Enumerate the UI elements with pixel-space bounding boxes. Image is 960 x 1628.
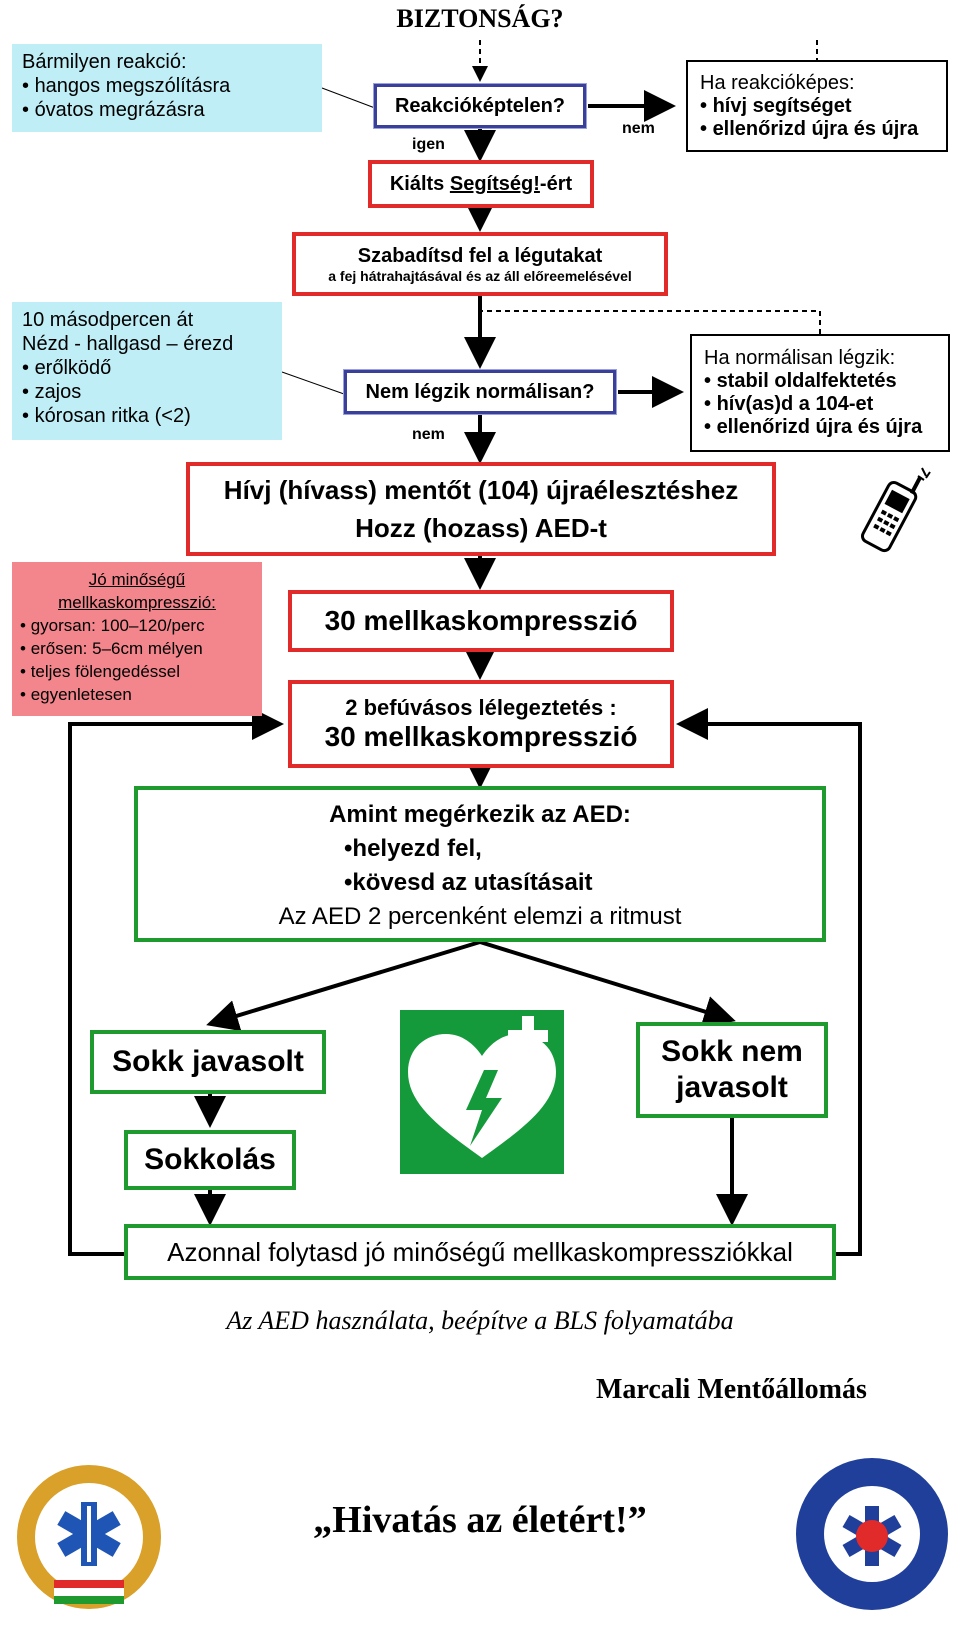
responsive-heading: Ha reakcióképes: xyxy=(700,71,855,94)
page-title: BIZTONSÁG? xyxy=(396,4,564,33)
loop-right xyxy=(676,708,862,1256)
shout-after: -ért xyxy=(539,172,573,195)
aed-sign-icon xyxy=(400,1010,564,1174)
breathing-item: stabil oldalfektetés xyxy=(704,370,922,393)
aed-item1: •helyezd fel, xyxy=(344,835,482,862)
mobile-phone-icon xyxy=(860,467,931,553)
cycle-box: 2 befúvásos lélegeztetés : 30 mellkaskom… xyxy=(288,680,674,768)
quality-info: Jó minőségű mellkaskompresszió: gyorsan:… xyxy=(12,562,262,716)
reaction-item: óvatos megrázásra xyxy=(22,98,312,122)
motto: „Hivatás az életért!” xyxy=(313,1499,647,1541)
ambulance-station-logo-right xyxy=(796,1458,948,1610)
unresponsive-label: Reakcióképtelen? xyxy=(394,94,566,117)
shock-advised-box: Sokk javasolt xyxy=(90,1030,326,1094)
not-breathing-box: Nem légzik normálisan? xyxy=(344,370,616,414)
quality-line2: mellkaskompresszió: xyxy=(58,593,216,612)
airway-line1: Szabadítsd fel a légutakat xyxy=(357,244,603,267)
not-breathing-label: Nem légzik normálisan? xyxy=(365,380,595,403)
pointer-line-1 xyxy=(321,87,376,109)
aed-item2: •kövesd az utasításait xyxy=(344,869,593,896)
breath-check-line1: 10 másodpercen át xyxy=(22,309,194,331)
reaction-info: Bármilyen reakció: hangos megszólításra … xyxy=(12,44,322,132)
shock-not-advised-line2: javasolt xyxy=(676,1071,788,1104)
shock-label: Sokkolás xyxy=(144,1143,276,1176)
arrow-shock-advised xyxy=(206,940,481,1032)
reaction-heading: Bármilyen reakció: xyxy=(22,51,187,73)
airway-line2: a fej hátrahajtásával és az áll előreeme… xyxy=(328,267,632,284)
breath-check-line2: Nézd - hallgasd – érezd xyxy=(22,333,234,355)
breathing-heading: Ha normálisan légzik: xyxy=(704,347,896,369)
aed-arrives-box: Amint megérkezik az AED: •helyezd fel, •… xyxy=(134,786,826,942)
quality-item: teljes fölengedéssel xyxy=(20,660,254,683)
breath-check-item: kórosan ritka (<2) xyxy=(22,404,272,428)
arrow-shock-not-advised xyxy=(479,940,736,1028)
loop-left xyxy=(68,708,284,1256)
cycle-line1: 2 befúvásos lélegeztetés : xyxy=(345,695,617,720)
cycle-line2: 30 mellkaskompresszió xyxy=(324,721,638,752)
aed-heading: Amint megérkezik az AED: xyxy=(329,801,631,828)
call-box: Hívj (hívass) mentőt (104) újraélesztésh… xyxy=(186,462,776,556)
breathing-item: ellenőrizd újra és újra xyxy=(704,416,923,439)
aed-note: Az AED 2 percenként elemzi a ritmust xyxy=(278,903,682,930)
breathing-box: Ha normálisan légzik: stabil oldalfektet… xyxy=(690,334,950,452)
shock-box: Sokkolás xyxy=(124,1130,296,1190)
shock-advised-label: Sokk javasolt xyxy=(112,1045,304,1078)
compressions-box: 30 mellkaskompresszió xyxy=(288,590,674,652)
pointer-line-2 xyxy=(281,371,345,395)
shout-before: Kiálts xyxy=(389,172,450,195)
yes-label: igen xyxy=(412,136,445,153)
responsive-item: ellenőrizd újra és újra xyxy=(700,118,919,141)
call-line1: Hívj (hívass) mentőt (104) újraélesztésh… xyxy=(223,475,739,505)
responsive-item: hívj segítséget xyxy=(700,95,918,118)
no-label-2: nem xyxy=(412,426,445,443)
breath-check-item: zajos xyxy=(22,380,272,404)
station-name: Marcali Mentőállomás xyxy=(596,1374,867,1405)
shout-box: Kiálts Segítség!-ért xyxy=(368,160,594,208)
compressions-label: 30 mellkaskompresszió xyxy=(324,605,638,636)
continue-box: Azonnal folytasd jó minőségű mellkaskomp… xyxy=(124,1224,836,1280)
shout-text: Kiálts Segítség!-ért xyxy=(390,173,572,196)
breath-check-info: 10 másodpercen át Nézd - hallgasd – érez… xyxy=(12,302,282,440)
airway-box: Szabadítsd fel a légutakat a fej hátraha… xyxy=(292,232,668,296)
continue-label: Azonnal folytasd jó minőségű mellkaskomp… xyxy=(167,1236,793,1267)
reaction-item: hangos megszólításra xyxy=(22,74,312,98)
shout-help: Segítség! xyxy=(449,172,540,195)
quality-item: erősen: 5–6cm mélyen xyxy=(20,637,254,660)
shock-not-advised-line1: Sokk nem xyxy=(661,1035,803,1068)
no-label-1: nem xyxy=(622,120,655,137)
responsive-box: Ha reakcióképes: hívj segítséget ellenőr… xyxy=(686,60,948,152)
caption: Az AED használata, beépítve a BLS folyam… xyxy=(226,1306,734,1335)
shock-not-advised-box: Sokk nem javasolt xyxy=(636,1022,828,1118)
quality-item: gyorsan: 100–120/perc xyxy=(20,614,254,637)
quality-line1: Jó minőségű xyxy=(88,570,186,589)
breath-check-item: erőlködő xyxy=(22,356,272,380)
unresponsive-box: Reakcióképtelen? xyxy=(374,84,586,128)
quality-item: egyenletesen xyxy=(20,683,254,706)
ambulance-service-logo-left xyxy=(17,1465,161,1609)
dashed-connector xyxy=(479,300,821,338)
breathing-item: hív(as)d a 104-et xyxy=(704,393,922,416)
call-line2: Hozz (hozass) AED-t xyxy=(355,513,607,543)
